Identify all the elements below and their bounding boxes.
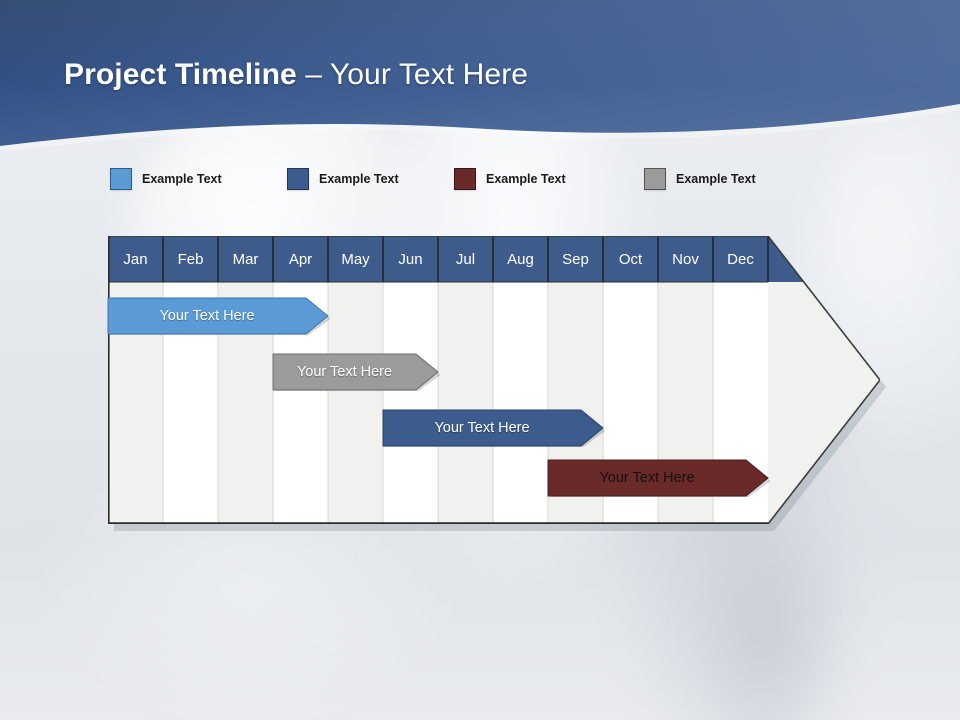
legend-swatch-gray	[644, 168, 666, 190]
legend-item-3[interactable]: Example Text	[454, 168, 566, 190]
task-bar-chevron-shape	[107, 297, 331, 335]
month-header-apr[interactable]: Apr	[288, 250, 313, 268]
legend-swatch-blue-light	[110, 168, 132, 190]
month-header-mar[interactable]: Mar	[232, 250, 259, 268]
month-header-jul[interactable]: Jul	[455, 250, 476, 268]
month-header-sep[interactable]: Sep	[562, 250, 589, 268]
header-band	[0, 0, 960, 150]
legend-swatch-maroon	[454, 168, 476, 190]
header-wave-shape	[0, 0, 960, 150]
legend: Example Text Example Text Example Text E…	[110, 168, 830, 196]
month-header-feb[interactable]: Feb	[177, 250, 204, 268]
month-header-dec[interactable]: Dec	[727, 250, 754, 268]
task-bar-2[interactable]: Your Text Here	[272, 353, 441, 391]
month-header-jan[interactable]: Jan	[123, 250, 148, 268]
month-header-oct[interactable]: Oct	[618, 250, 643, 268]
legend-item-4[interactable]: Example Text	[644, 168, 756, 190]
page-title: Project Timeline – Your Text Here	[64, 58, 528, 92]
month-header-jun[interactable]: Jun	[398, 250, 423, 268]
task-bar-chevron-shape	[272, 353, 441, 391]
legend-label-1: Example Text	[142, 172, 222, 186]
month-header-row: Jan Feb Mar Apr May Jun Jul Aug Sep Oct Nov Dec	[108, 236, 880, 282]
legend-label-3: Example Text	[486, 172, 566, 186]
month-header-aug[interactable]: Aug	[507, 250, 534, 268]
legend-swatch-blue-dark	[287, 168, 309, 190]
timeline-grid	[108, 236, 880, 524]
month-header-nov[interactable]: Nov	[672, 250, 699, 268]
legend-label-2: Example Text	[319, 172, 399, 186]
page-title-strong: Project Timeline	[64, 58, 297, 91]
task-bar-3[interactable]: Your Text Here	[382, 409, 606, 447]
page-title-light: – Your Text Here	[296, 58, 529, 91]
timeline-chart: Jan Feb Mar Apr May Jun Jul Aug Sep Oct Nov Dec You…	[107, 236, 886, 531]
month-header-may[interactable]: May	[341, 250, 370, 268]
task-bar-chevron-shape	[382, 409, 606, 447]
task-bar-1[interactable]: Your Text Here	[107, 297, 331, 335]
task-bar-chevron-shape	[547, 459, 771, 497]
task-bar-4[interactable]: Your Text Here	[547, 459, 771, 497]
legend-label-4: Example Text	[676, 172, 756, 186]
legend-item-1[interactable]: Example Text	[110, 168, 222, 190]
legend-item-2[interactable]: Example Text	[287, 168, 399, 190]
